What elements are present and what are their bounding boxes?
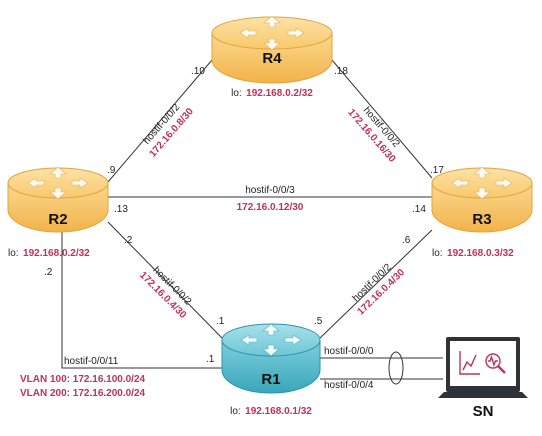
router-r4-name: R4 [262, 50, 282, 67]
router-r1[interactable]: R1 [221, 323, 321, 394]
link-vlan-end-r1: .1 [206, 354, 215, 365]
router-arrows-icon [239, 15, 305, 51]
router-r2-name: R2 [48, 211, 67, 228]
link-r2-r3-end-r2: .13 [114, 204, 128, 215]
router-r3[interactable]: R3 [431, 166, 533, 233]
link-r3-r1 [319, 229, 433, 339]
link-r2-r1 [107, 221, 223, 339]
link-r2-r1-label: hostif-0/0/2 172.16.0.4/30 [137, 265, 193, 321]
router-r2[interactable]: R2 [7, 166, 109, 233]
link-vlan200: VLAN 200: 172.16.200.0/24 [20, 388, 146, 399]
router-r3-name: R3 [472, 211, 491, 228]
link-vlan100: VLAN 100: 172.16.100.0/24 [20, 374, 146, 385]
router-r4-loopback: lo: 192.168.0.2/32 [231, 83, 313, 100]
sn-monitor[interactable]: SN [438, 337, 528, 420]
router-r1-name: R1 [261, 371, 280, 388]
router-arrows-icon [27, 166, 89, 200]
link-r4-r3-end-r4: .18 [334, 66, 348, 77]
links [61, 59, 443, 385]
link-r2-r3-subnet: 172.16.0.12/30 [237, 202, 304, 213]
router-r2-loopback: lo: 192.168.0.2/32 [8, 243, 90, 260]
link-vlan-iface: hostif-0/0/11 [64, 356, 119, 367]
sn-name: SN [473, 403, 494, 420]
link-r2-r4 [107, 59, 213, 183]
magnifier-icon [485, 353, 506, 374]
router-arrows-icon [240, 323, 302, 357]
router-r1-loopback: lo: 192.168.0.1/32 [230, 401, 312, 418]
link-r2-r4-label: hostif-0/0/2 172.16.0.8/30 [141, 102, 196, 160]
link-r3-r1-end-r1: .5 [314, 316, 323, 327]
link-r4-r3-end-r3: .17 [430, 165, 444, 176]
link-r3-r1-label: hostif-0/0/2 172.16.0.4/30 [351, 262, 408, 318]
monitor-base [438, 392, 528, 398]
link-r2-r1-end-r1: .1 [216, 316, 225, 327]
lag-bundle-ring [388, 351, 404, 385]
link-r2-r1-end-r2: .2 [124, 235, 133, 246]
router-arrows-icon [451, 166, 513, 200]
link-r1-sn-iface-a: hostif-0/0/0 [324, 346, 374, 357]
router-r4[interactable]: R4 [211, 15, 333, 84]
link-r4-r3-label: hostif-0/0/2 172.16.0.16/30 [345, 105, 402, 165]
link-r4-r3 [331, 59, 433, 179]
link-r3-r1-end-r3: .6 [402, 235, 411, 246]
link-r1-sn-iface-b: hostif-0/0/4 [324, 380, 374, 391]
link-r2-r4-end-r2: .9 [107, 165, 116, 176]
chart-icon [459, 351, 480, 375]
link-vlan-end-r2: .2 [44, 267, 53, 278]
link-r2-r4-end-r4: .10 [191, 66, 205, 77]
link-r2-r3-end-r3: .14 [412, 204, 426, 215]
monitor-screen [450, 341, 516, 386]
link-r2-r3-iface: hostif-0/0/3 [245, 185, 295, 196]
link-r2-r1-vlan [61, 226, 222, 369]
router-r3-loopback: lo: 192.168.0.3/32 [432, 243, 514, 260]
